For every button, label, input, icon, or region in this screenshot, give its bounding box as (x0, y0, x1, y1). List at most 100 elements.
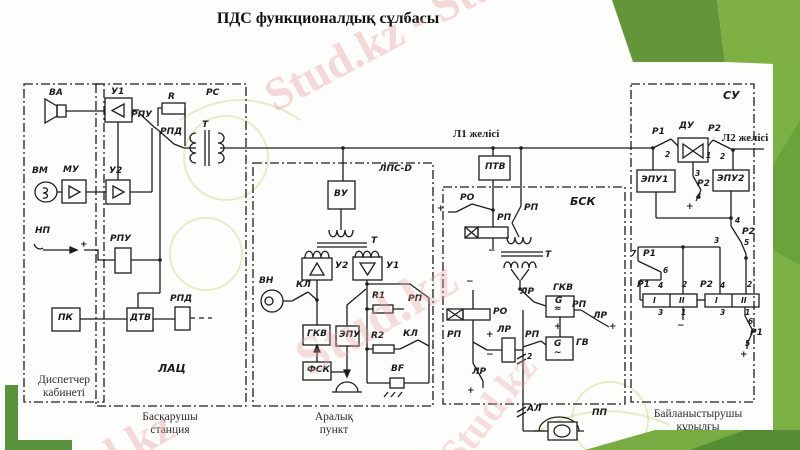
label-rpd-contact: РПД (160, 127, 183, 137)
label-t: Т (202, 120, 209, 130)
label-rp1: РП (408, 294, 423, 304)
relay-minus: − (677, 321, 685, 331)
label-rpu-contact: РПУ (131, 110, 153, 120)
r1-n4: 4 (658, 281, 664, 290)
label-p1a: Р1 (652, 127, 665, 137)
label-gv: ГВ (576, 338, 589, 348)
gv-wave: ∼ (554, 348, 562, 358)
label-rp5: РП (447, 330, 462, 340)
label-line2: Л2 желісі (722, 132, 769, 144)
label-rs: РС (206, 88, 220, 98)
r1-n2: 2 (682, 280, 688, 289)
telephone-icon (534, 416, 584, 441)
label-lac: ЛАЦ (158, 362, 186, 375)
label-line1: Л1 желісі (453, 128, 500, 140)
label-rp6: РП (572, 300, 587, 310)
relay2-ii: II (741, 296, 747, 305)
label-r2: R2 (371, 331, 385, 341)
label-va: ВА (49, 88, 63, 98)
label-pp: ПП (592, 408, 608, 418)
ro-plus: + (437, 204, 445, 214)
caption-station-1: Басқарушы (142, 411, 198, 423)
label-rpu-box: РПУ (110, 234, 132, 244)
p2c-n3: 3 (714, 236, 720, 245)
r1-n1: 1 (681, 308, 687, 317)
du-n2b: 2 (720, 152, 726, 161)
label-u2-mid: У2 (335, 261, 349, 271)
caption-dispatcher-1: Диспетчер (37, 374, 91, 386)
label-vu: ВУ (334, 189, 348, 199)
r2-n1: 1 (745, 308, 751, 317)
caption-coupling-2: құрылғы (676, 421, 720, 433)
label-epu: ЭПУ (339, 330, 361, 340)
label-t3: Т (545, 250, 552, 260)
p2-n3: 3 (695, 169, 701, 178)
label-u2: У2 (109, 166, 123, 176)
p1-n7: 7 (631, 249, 637, 258)
label-p1d: Р1 (750, 328, 763, 338)
r2-n2: 2 (747, 280, 753, 289)
p2-plus: + (686, 202, 694, 212)
relay1-i: I (653, 296, 656, 305)
label-gkv: ГКВ (307, 329, 327, 339)
label-kl: КЛ (296, 280, 311, 290)
label-u1: У1 (111, 87, 125, 97)
np-plus: + (80, 240, 88, 250)
label-mu: МУ (63, 165, 79, 175)
label-rp2: РП (497, 213, 512, 223)
relay2-i: I (715, 296, 718, 305)
label-du: ДУ (679, 121, 694, 131)
p1-n6: 6 (663, 266, 669, 275)
label-al: АЛ (527, 404, 542, 414)
label-r1: R1 (372, 291, 386, 301)
label-lr1: ЛР (520, 287, 535, 297)
label-u1-mid: У1 (386, 261, 400, 271)
lr-plus: + (486, 330, 494, 340)
label-rp3: РП (524, 203, 539, 213)
bell-icon (332, 381, 362, 393)
label-p2c: Р2 (742, 227, 755, 237)
p1d-n6: 6 (748, 317, 754, 326)
gv-plus: + (554, 322, 562, 332)
label-p2b: Р2 (697, 179, 710, 189)
label-lrbox: ЛР (497, 325, 512, 335)
caption-intermediate-1: Аралық (314, 411, 354, 423)
label-gkv2: ГКВ (553, 283, 573, 293)
label-t2: Т (371, 236, 378, 246)
label-p2d: Р2 (700, 280, 713, 290)
du-n2: 2 (665, 150, 671, 159)
label-lr4: ЛР (593, 311, 608, 321)
label-bsk: БСК (570, 195, 596, 208)
page-title: ПДС функционалдық сұлбасы (216, 10, 440, 27)
r1-n3: 3 (658, 308, 664, 317)
r2-n3: 3 (720, 308, 726, 317)
col-minus: − (466, 277, 474, 287)
label-epu1: ЭПУ1 (641, 175, 669, 185)
gkv-g: G (555, 296, 563, 306)
p2c-n4: 4 (735, 216, 741, 225)
p2-n4: 4 (696, 192, 702, 201)
caption-coupling-1: Байланыстырушы (653, 408, 743, 420)
label-ro: РО (460, 193, 475, 203)
label-su: СУ (723, 89, 740, 102)
label-pk: ПК (58, 313, 73, 323)
label-lr3: ЛР (472, 367, 487, 377)
label-np: НП (35, 226, 51, 236)
lr-minus: − (486, 350, 494, 360)
label-rp7: РП (525, 330, 540, 340)
label-dtv: ДТВ (130, 313, 152, 323)
al-2: 2 (527, 352, 533, 361)
label-lps: ЛПС-D (379, 164, 412, 174)
chain-plus: + (467, 386, 475, 396)
gkv-wave: ≈ (554, 304, 562, 314)
relay1-ii: II (679, 296, 685, 305)
label-kl2: КЛ (403, 329, 418, 339)
label-ptv: ПТВ (485, 162, 506, 172)
caption-station-2: станция (150, 424, 190, 436)
label-fsk: ФСК (307, 365, 330, 375)
p2c-n5: 5 (744, 238, 750, 247)
p1d-n5: 5 (745, 339, 751, 348)
label-p1c: Р1 (637, 280, 650, 290)
